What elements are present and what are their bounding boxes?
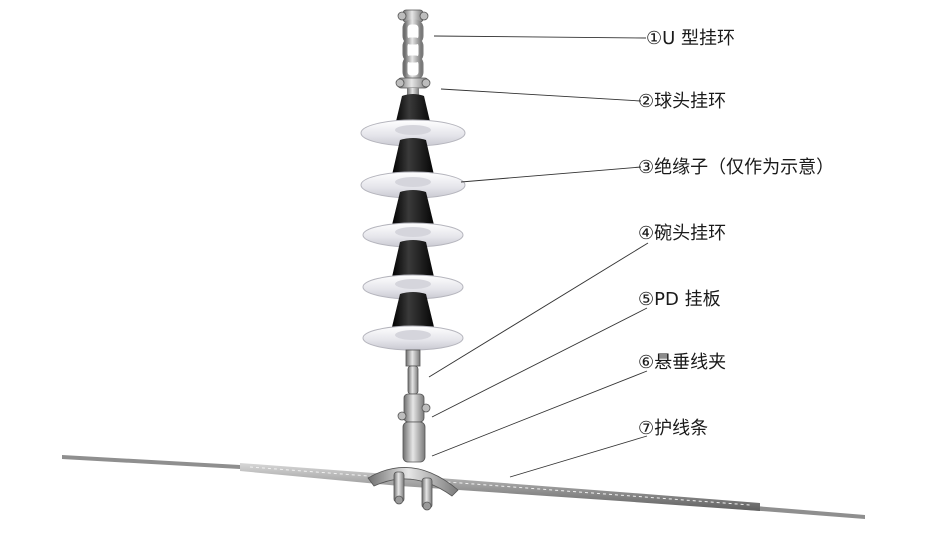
label-pd-plate: ⑤PD 挂板 [638,289,721,310]
leader-line-u-shackle [433,35,647,39]
leader-line-insulator [460,166,642,183]
conductor [62,455,865,519]
label-ball-eye: ②球头挂环 [638,91,727,112]
leader-line-suspension-clamp [431,370,648,457]
leader-line-ball-eye [440,88,642,102]
leader-line-socket-eye [428,242,649,378]
label-suspension-clamp: ⑥悬垂线夹 [638,352,727,373]
u-shackle [397,9,429,81]
label-armor-rod: ⑦护线条 [638,418,709,439]
label-u-shackle: ①U 型挂环 [646,28,736,49]
label-socket-eye: ④碗头挂环 [638,223,727,244]
socket-eye [405,349,421,395]
pd-plate [397,393,431,423]
insulator [360,94,466,351]
leader-line-armor-rod [509,435,648,478]
suspension-clamp [367,421,459,511]
ball-eye [395,77,431,96]
leader-line-pd-plate [431,307,648,418]
leader-lines [428,35,649,478]
label-insulator: ③绝缘子（仅作为示意） [638,157,835,178]
